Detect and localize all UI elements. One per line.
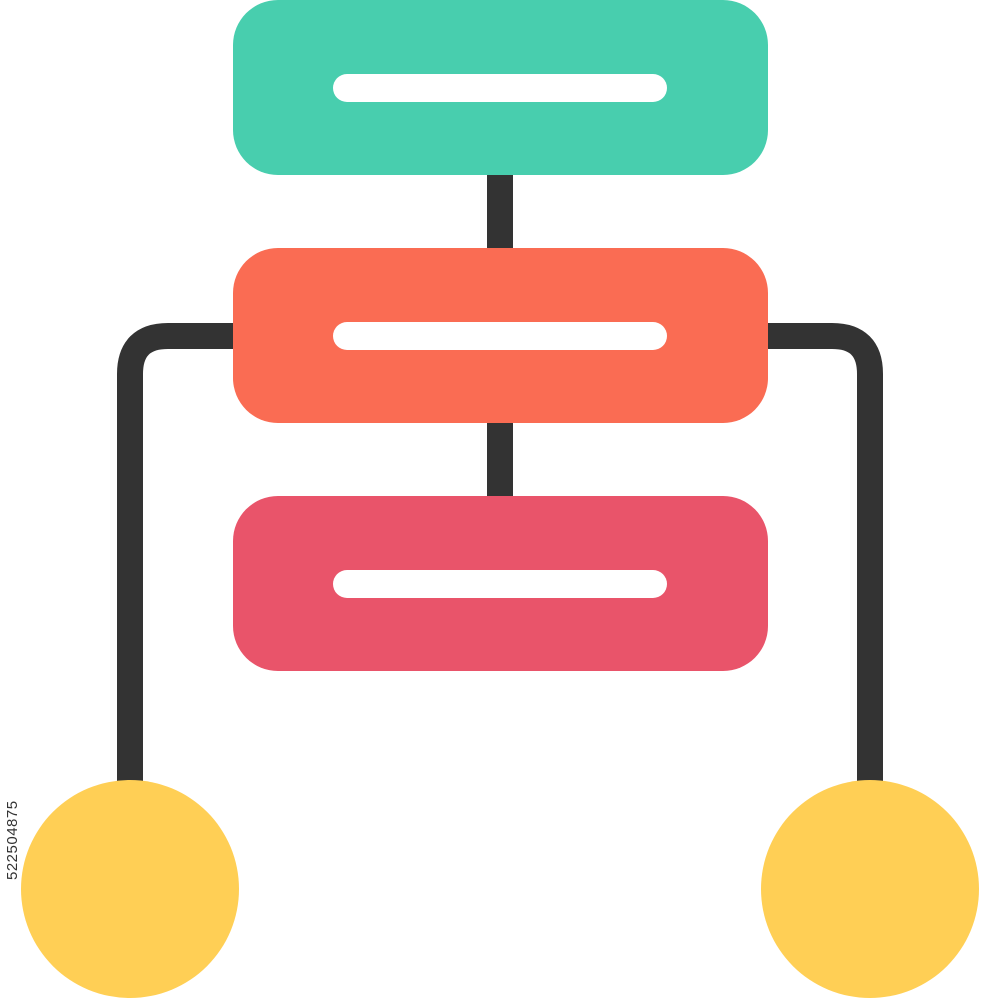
left-end-node <box>21 780 239 998</box>
connector-group <box>117 172 883 785</box>
stock-id-watermark: 522504875 <box>4 800 21 880</box>
top-box <box>233 0 768 175</box>
middle-box <box>233 248 768 423</box>
middle-box-text-line <box>333 322 667 350</box>
top-box-text-line <box>333 74 667 102</box>
bottom-box <box>233 496 768 671</box>
bottom-box-text-line <box>333 570 667 598</box>
connector-middle-to-left-node <box>117 323 236 785</box>
connector-middle-to-right-node <box>764 323 883 785</box>
right-end-node <box>761 780 979 998</box>
